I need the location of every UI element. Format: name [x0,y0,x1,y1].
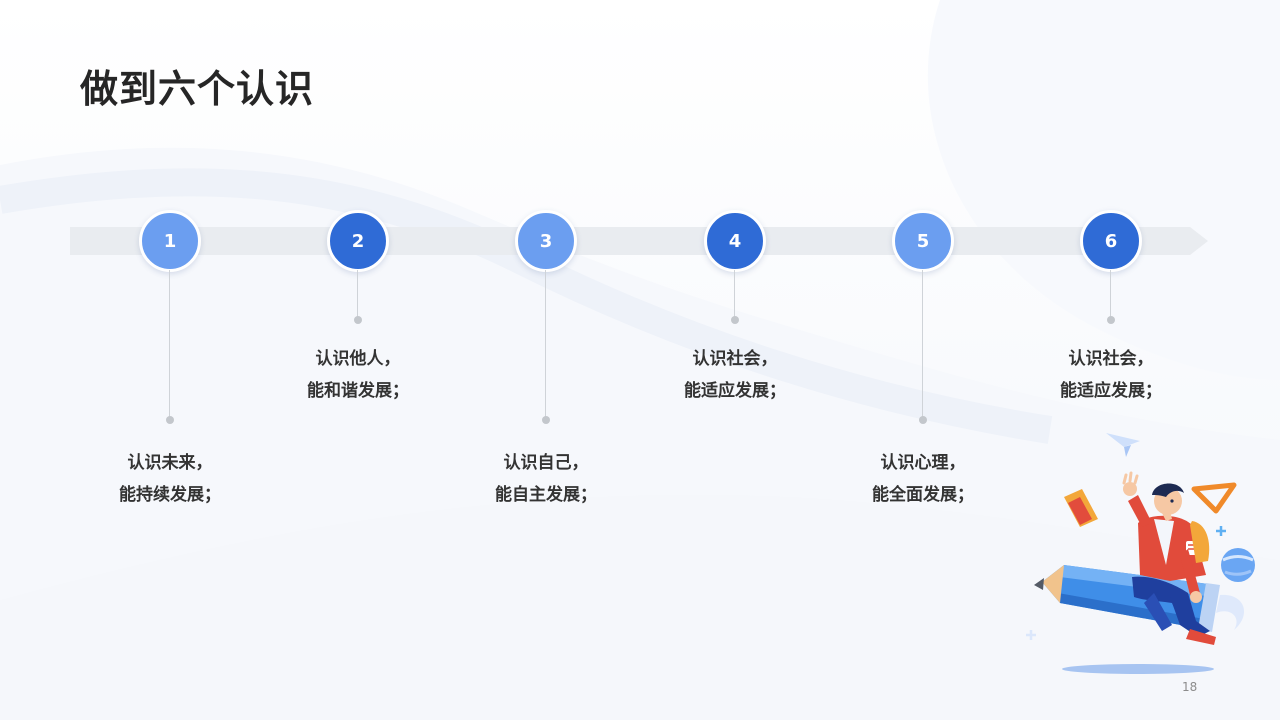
slide-title: 做到六个认识 [80,67,315,111]
step-number-badge: 1 [139,210,201,272]
step-number-badge: 4 [704,210,766,272]
step-connector-dot [1107,316,1115,324]
step-description: 认识社会， 能适应发展； [1001,343,1221,407]
step-connector-line [357,270,358,318]
step-number-badge: 2 [327,210,389,272]
step-connector-line [922,270,923,420]
step-description-line1: 认识他人， [315,349,401,369]
step-description: 认识未来， 能持续发展； [60,447,280,511]
step-description-line1: 认识心理， [880,453,966,473]
step-number-badge: 3 [515,210,577,272]
step-description-line2: 能全面发展； [872,485,974,505]
step-description: 认识社会， 能适应发展； [625,343,845,407]
step-description: 认识他人， 能和谐发展； [248,343,468,407]
step-description: 认识心理， 能全面发展； [813,447,1033,511]
step-description-line2: 能自主发展； [495,485,597,505]
step-description-line2: 能和谐发展； [307,381,409,401]
step-connector-dot [919,416,927,424]
step-connector-line [545,270,546,420]
step-connector-line [1110,270,1111,318]
step-description-line1: 认识自己， [503,453,589,473]
step-description-line2: 能持续发展； [119,485,221,505]
step-description-line2: 能适应发展； [1060,381,1162,401]
timeline-track [70,227,1190,255]
step-connector-dot [354,316,362,324]
step-connector-line [734,270,735,318]
step-description-line1: 认识未来， [127,453,213,473]
step-description-line2: 能适应发展； [684,381,786,401]
step-number-badge: 5 [892,210,954,272]
step-number-badge: 6 [1080,210,1142,272]
page-number: 18 [1182,680,1198,694]
step-connector-dot [166,416,174,424]
step-connector-dot [542,416,550,424]
step-description: 认识自己， 能自主发展； [436,447,656,511]
step-connector-dot [731,316,739,324]
student-riding-pencil-illustration [1026,433,1255,674]
step-connector-line [169,270,170,420]
step-description-line1: 认识社会， [692,349,778,369]
timeline-arrow-icon [1190,227,1208,255]
step-description-line1: 认识社会， [1068,349,1154,369]
